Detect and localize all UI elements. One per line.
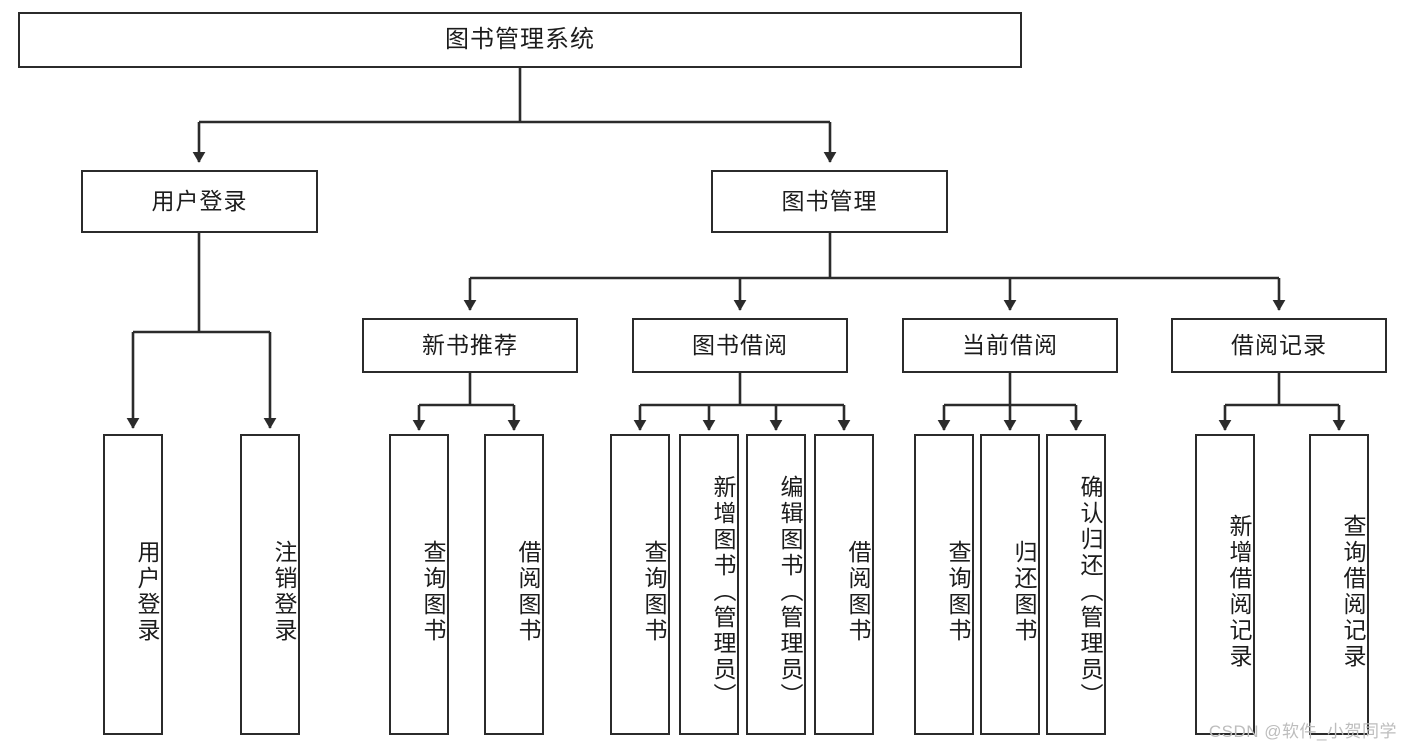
node-book-borrow[interactable]: 图书借阅: [632, 318, 848, 373]
leaf-borrow-borrow-book[interactable]: 借阅图书: [814, 434, 874, 735]
node-new-book-recommend[interactable]: 新书推荐: [362, 318, 578, 373]
leaf-current-confirm-return-admin[interactable]: 确认归还（管理员）: [1046, 434, 1106, 735]
leaf-user-login[interactable]: 用户登录: [103, 434, 163, 735]
node-borrow-records[interactable]: 借阅记录: [1171, 318, 1387, 373]
leaf-current-query-book[interactable]: 查询图书: [914, 434, 974, 735]
leaf-records-add-record[interactable]: 新增借阅记录: [1195, 434, 1255, 735]
leaf-newbook-query-book[interactable]: 查询图书: [389, 434, 449, 735]
leaf-newbook-borrow-book[interactable]: 借阅图书: [484, 434, 544, 735]
leaf-borrow-query-book[interactable]: 查询图书: [610, 434, 670, 735]
leaf-user-logout[interactable]: 注销登录: [240, 434, 300, 735]
leaf-records-query-record[interactable]: 查询借阅记录: [1309, 434, 1369, 735]
node-root[interactable]: 图书管理系统: [18, 12, 1022, 68]
leaf-borrow-edit-book-admin[interactable]: 编辑图书（管理员）: [746, 434, 806, 735]
node-book-management[interactable]: 图书管理: [711, 170, 948, 233]
leaf-current-return-book[interactable]: 归还图书: [980, 434, 1040, 735]
node-current-borrow[interactable]: 当前借阅: [902, 318, 1118, 373]
leaf-borrow-add-book-admin[interactable]: 新增图书（管理员）: [679, 434, 739, 735]
node-user-login[interactable]: 用户登录: [81, 170, 318, 233]
